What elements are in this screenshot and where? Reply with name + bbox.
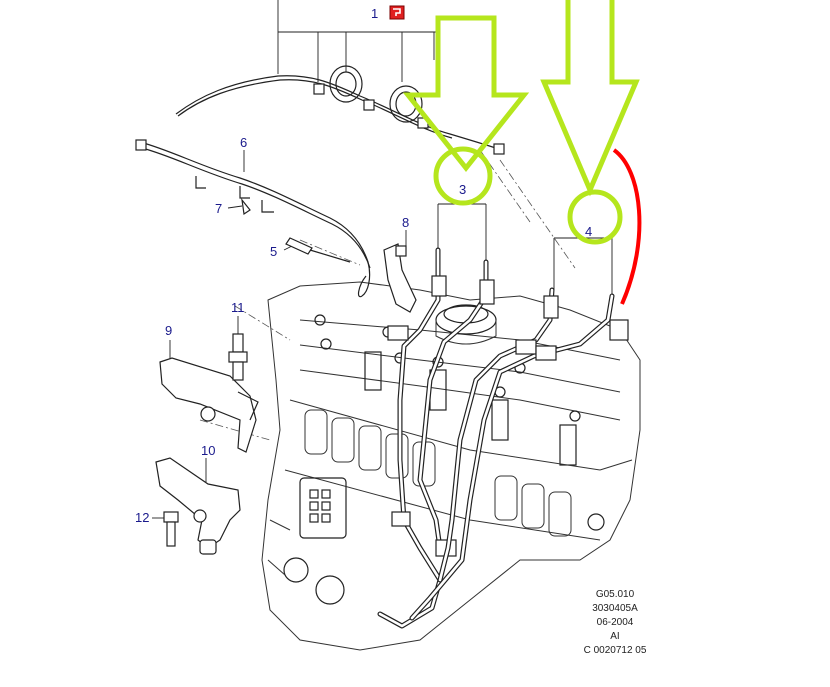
red-flag-icon <box>389 5 405 20</box>
part-9-bracket <box>159 340 259 453</box>
callout-6: 6 <box>240 135 247 150</box>
callout-7: 7 <box>215 201 222 216</box>
callout-11: 11 <box>231 300 245 315</box>
stamp-line-3: 06-2004 <box>596 617 634 628</box>
stamp-line-5: C 0020712 05 <box>583 645 647 656</box>
part-6-wiring-loom <box>135 139 371 298</box>
highlight-overlay <box>402 0 642 305</box>
red-pipe-line <box>612 148 642 305</box>
highlight-arrow-3 <box>402 15 530 173</box>
callout-3: 3 <box>459 182 466 197</box>
callout-4: 4 <box>585 224 592 239</box>
part-8-bracket <box>383 230 417 313</box>
callout-8: 8 <box>402 215 409 230</box>
guide-lines <box>199 149 576 441</box>
callout-12: 12 <box>135 510 149 525</box>
part-11-stud <box>228 316 248 381</box>
stamp-line-4: AI <box>610 631 620 642</box>
part-12-bolt <box>152 511 179 547</box>
part-7-clip <box>227 197 251 216</box>
callout-5: 5 <box>270 244 277 259</box>
highlight-arrow-4 <box>540 0 640 197</box>
part-3-fuel-pipe-set <box>377 203 495 629</box>
part-10-bracket <box>155 457 241 555</box>
part-4-fuel-pipe-set <box>409 237 629 621</box>
stamp-line-1: G05.010 <box>595 589 635 600</box>
callout-1: 1 <box>371 6 378 21</box>
callout-labels: 1 3 4 5 6 7 8 9 10 11 12 <box>135 5 592 525</box>
part-1-injector-harness <box>175 0 505 155</box>
highlight-circle-3 <box>433 146 493 206</box>
callout-10: 10 <box>201 443 215 458</box>
part-5-sensor <box>283 237 351 263</box>
drawing-reference-stamp: G05.010 3030405A 06-2004 AI C 0020712 05 <box>560 588 670 658</box>
highlight-circle-4 <box>567 189 623 245</box>
callout-9: 9 <box>165 323 172 338</box>
stamp-line-2: 3030405A <box>592 603 638 614</box>
